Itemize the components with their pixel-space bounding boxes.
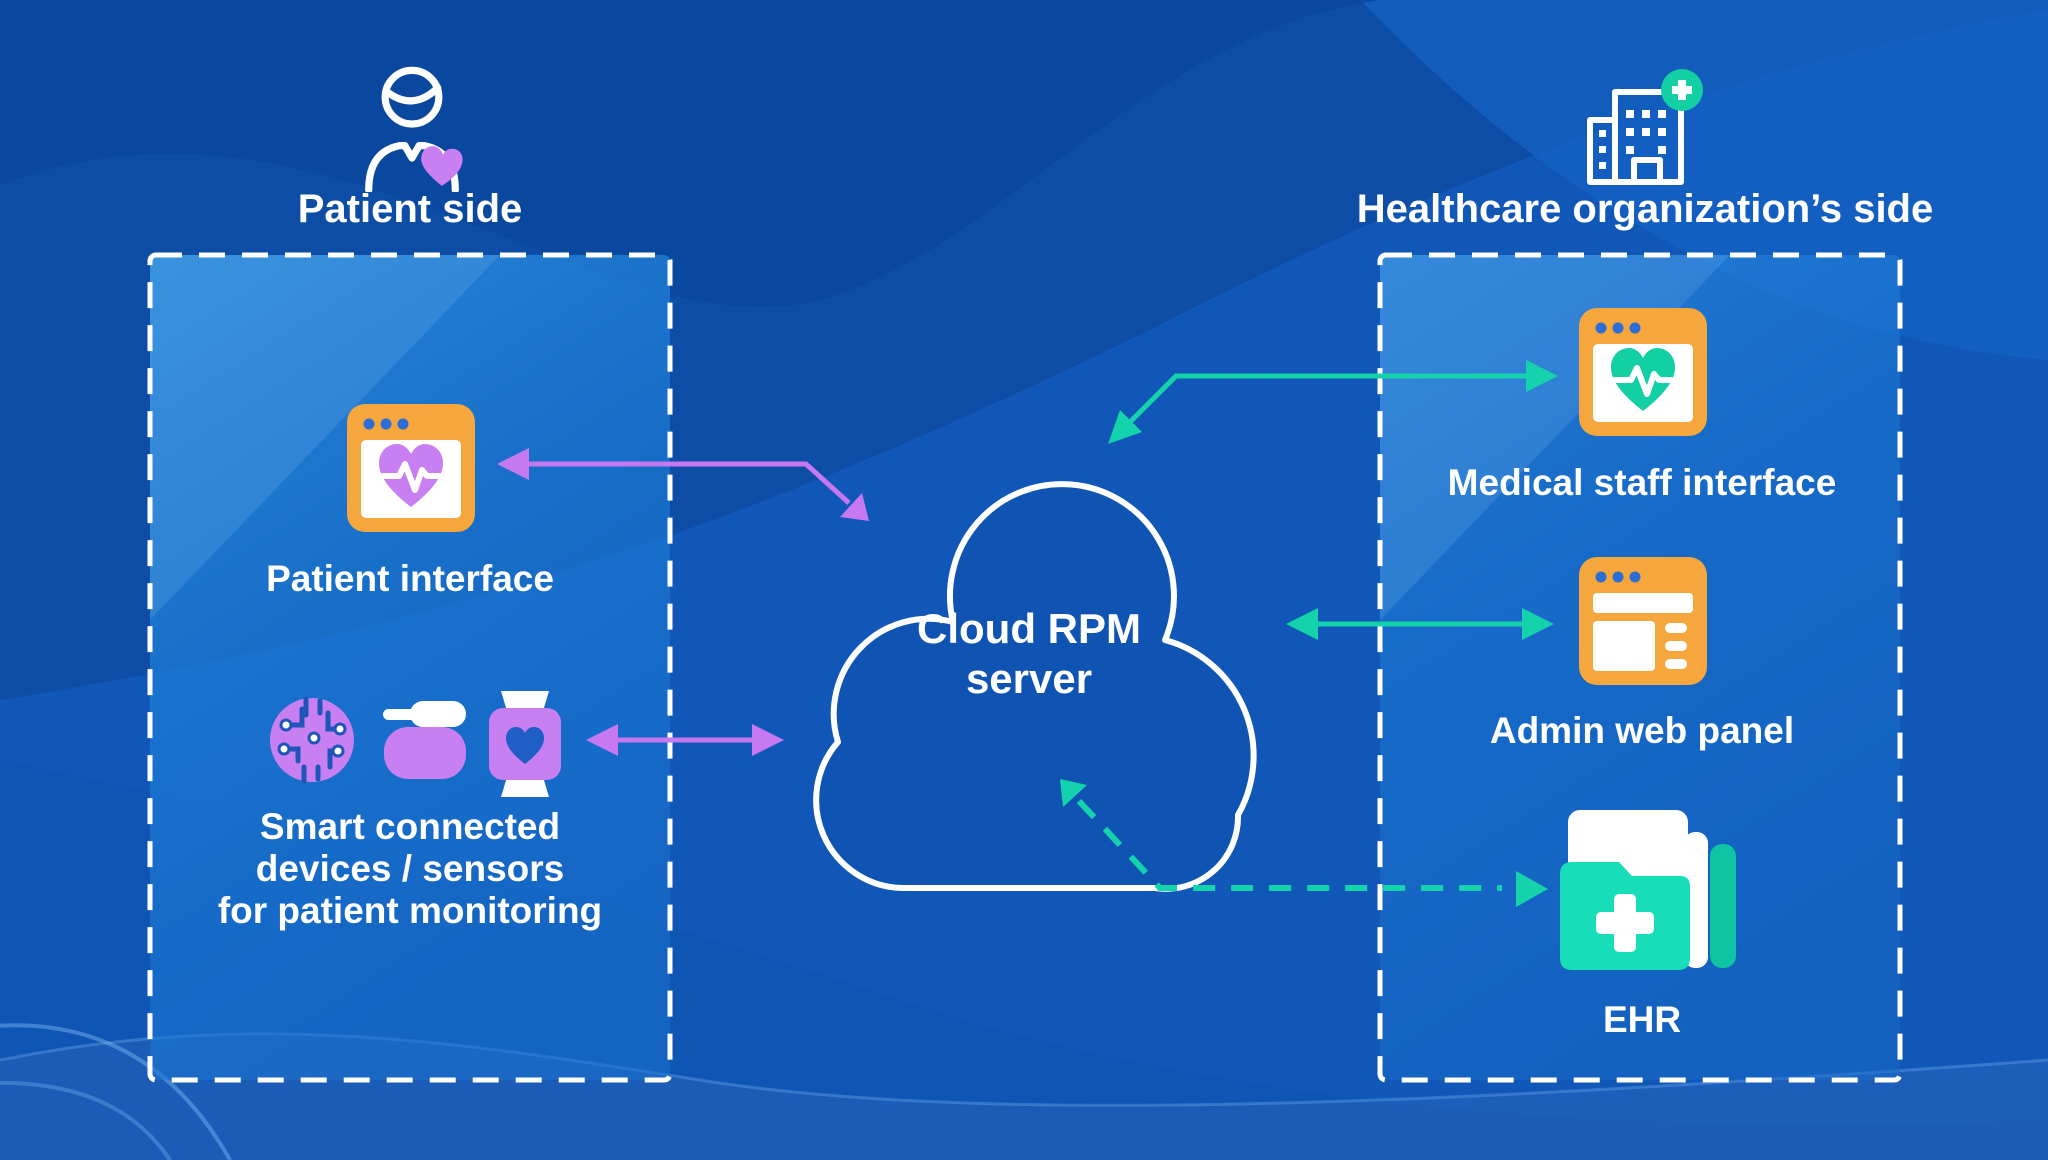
admin-web-panel-label: Admin web panel bbox=[1489, 710, 1795, 751]
medical-cross bbox=[1596, 894, 1654, 952]
smart-devices-label-line2: devices / sensors bbox=[255, 848, 565, 890]
browser-dots bbox=[1595, 322, 1641, 334]
person-with-heart-icon bbox=[365, 66, 463, 192]
blood-pressure-monitor-icon bbox=[383, 701, 466, 779]
hospital-cross-icon bbox=[1587, 69, 1703, 185]
medical-staff-interface-icon bbox=[1579, 308, 1707, 436]
circuit-chip-icon bbox=[270, 696, 354, 784]
cloud-server-label-line1: Cloud RPM bbox=[917, 605, 1141, 652]
patient-interface-icon bbox=[347, 404, 475, 532]
medical-staff-label: Medical staff interface bbox=[1447, 462, 1837, 503]
arrow-cloud-admin-panel bbox=[1286, 608, 1554, 640]
smart-devices-label: Smart connected devices / sensors for pa… bbox=[130, 806, 690, 933]
patient-side-header: Patient side bbox=[297, 187, 523, 231]
cloud-server-label-line2: server bbox=[965, 654, 1093, 702]
heart-icon bbox=[421, 146, 463, 186]
cloud-outline-icon bbox=[813, 481, 1257, 892]
arrow-cloud-ehr-dashed bbox=[1060, 779, 1548, 907]
org-side-header: Healthcare organization’s side bbox=[1356, 187, 1934, 231]
smart-devices-label-line3: for patient monitoring bbox=[217, 890, 603, 932]
ehr-folder-icon bbox=[1560, 810, 1736, 970]
arrow-devices-cloud bbox=[586, 724, 784, 756]
arrow-cloud-medical-staff bbox=[1108, 360, 1558, 444]
smartwatch-heart-icon bbox=[489, 691, 561, 797]
admin-web-panel-icon bbox=[1579, 557, 1707, 685]
smart-devices-label-line1: Smart connected bbox=[259, 806, 561, 847]
browser-dots bbox=[1595, 571, 1641, 583]
patient-side-panel bbox=[147, 252, 673, 1083]
patient-interface-label: Patient interface bbox=[266, 558, 554, 599]
arrow-patient-interface-cloud bbox=[497, 448, 869, 521]
smart-devices-icons bbox=[270, 691, 561, 797]
browser-dots bbox=[363, 418, 409, 430]
ehr-label: EHR bbox=[1602, 999, 1682, 1040]
heart-icon bbox=[506, 727, 544, 764]
cloud-server-label: Cloud RPM server bbox=[814, 604, 1244, 703]
